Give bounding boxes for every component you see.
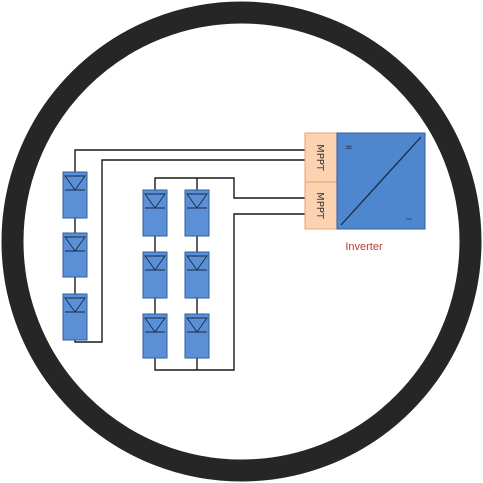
ac-symbol: ~ [405,215,413,225]
inverter-caption: Inverter [345,241,383,253]
solar-panel [142,313,168,359]
wire-string2-bottom [154,213,305,371]
dc-ac-divider [340,136,422,226]
solar-panel [184,251,210,299]
diode-icon [186,193,208,209]
solar-panel [142,189,168,237]
diode-icon [186,255,208,271]
mppt-tracker-2 [304,181,338,230]
solar-panel [62,232,88,278]
pv-string-2 [142,189,168,359]
diode-icon [64,236,86,252]
solar-panel [142,251,168,299]
dc-symbol: = [345,143,353,153]
solar-panel [62,171,88,219]
diode-icon [186,317,208,333]
mppt-label-1: MPPT [314,144,325,172]
mppt-tracker-1 [304,132,338,183]
diode-icon [144,193,166,209]
diode-icon [144,255,166,271]
solar-panel [184,313,210,359]
diode-icon [64,297,86,313]
wire-string2-top [154,177,305,199]
solar-panel [62,293,88,341]
solar-panel [184,189,210,237]
mppt-label-2: MPPT [314,192,325,220]
diode-icon [64,175,86,191]
diode-icon [144,317,166,333]
inverter: MPPT MPPT = ~ Inverter [304,132,426,253]
pv-string-1 [62,171,88,341]
wire-string1-positive [74,149,305,172]
pv-string-3 [184,189,210,359]
